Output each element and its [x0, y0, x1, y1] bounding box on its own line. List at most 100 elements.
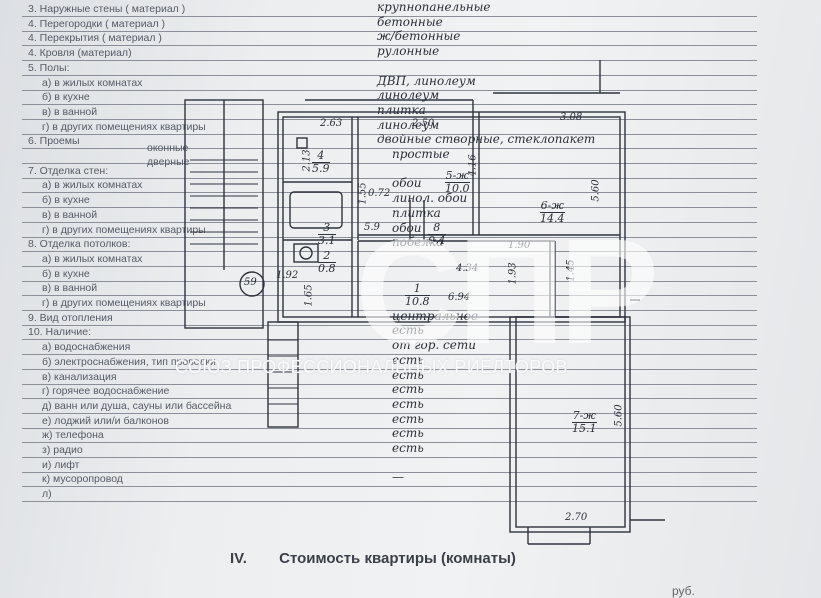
form-row-label: е) лоджий или/и балконов — [42, 414, 169, 427]
section-title: Стоимость квартиры (комнаты) — [279, 550, 516, 567]
form-row-label: з) радио — [42, 444, 83, 456]
room-area: 14.4 — [540, 212, 565, 225]
room-number: 8 — [433, 221, 441, 234]
form-row-label: 4. Перегородки ( материал ) — [28, 17, 165, 30]
form-row-value: ДВП, линолеум — [377, 73, 476, 88]
form-row-label: 8. Отделка потолков: — [28, 238, 131, 251]
form-row-value: крупнопанельные — [377, 0, 491, 14]
form-row: 4. Кровля (материал) рулонные — [22, 44, 757, 62]
opening-door-label: дверные — [147, 156, 190, 169]
dimension-label: 2.63 — [320, 118, 343, 129]
form-row-label: г) в других помещениях квартиры — [42, 297, 206, 309]
form-row-label: в) в ванной — [42, 208, 98, 221]
form-row-value: центральное — [392, 308, 478, 323]
dimension-label: 2.13 — [301, 149, 313, 172]
section-heading: IV. Стоимость квартиры (комнаты) — [230, 550, 516, 567]
form-row-value: побелка — [392, 235, 444, 250]
form-row: г) в других помещениях квартиры — [22, 296, 757, 311]
watermark-text: СОЮЗ ПРОФЕССИОНАЛЬНЫХ РИЕЛТОРОВ — [175, 357, 568, 377]
room-number: 2 — [323, 249, 331, 262]
form-row-label: 4. Перекрытия ( материал ) — [28, 32, 162, 45]
form-row-value: бетонные — [377, 14, 443, 29]
form-row-label: ж) телефона — [42, 429, 104, 442]
dimension-label: 0.72 — [368, 188, 391, 199]
form-row-value: есть — [392, 411, 424, 426]
dimension-label: 3.08 — [560, 112, 583, 123]
stair-number: 59 — [244, 277, 257, 288]
form-row-value: плитка — [377, 102, 426, 117]
form-row-label: 7. Отделка стен: — [28, 164, 109, 177]
form-row-value: от гор. сети — [392, 338, 476, 353]
dimension-label: 1.92 — [276, 270, 299, 281]
form-row-value: есть — [392, 396, 424, 411]
form-row-label: 5. Полы: — [28, 61, 70, 74]
form-row-value: линолеум — [377, 88, 440, 103]
form-row: 4. Перекрытия ( материал )ж/бетонные — [22, 29, 757, 47]
room-number: 5-ж — [445, 169, 469, 182]
form-row-label: б) в кухне — [42, 194, 90, 207]
room-area: 15.1 — [572, 422, 597, 435]
form-row: 8. Отделка потолков: побелка — [22, 235, 757, 253]
form-row-value: двойные створные, стеклопакет — [377, 132, 596, 147]
form-row: 5. Полы: — [22, 61, 757, 76]
room-number: 1 — [413, 282, 421, 295]
watermark-logo: СПР — [355, 207, 659, 375]
form-row-label: б) в кухне — [42, 267, 90, 280]
form-table: 3. Наружные стены ( материал )крупнопане… — [22, 0, 757, 515]
dimension-label: 1.65 — [303, 284, 315, 307]
form-row-label: и) лифт — [42, 458, 80, 471]
dimension-label: 2.50 — [412, 118, 435, 129]
form-row-label: 4. Кровля (материал) — [28, 47, 132, 60]
dimension-label: 1.90 — [508, 240, 531, 251]
currency-label: руб. — [672, 584, 695, 598]
form-row: г) горячее водоснабжение есть — [22, 382, 757, 400]
dimension-label: 5.9 — [364, 222, 380, 233]
form-row: б) в кухне линол. обои — [22, 191, 757, 209]
dimension-label: 2.70 — [565, 512, 588, 523]
form-row-value: есть — [392, 426, 424, 441]
room-area: 10.0 — [445, 182, 470, 195]
room-area: 10.8 — [405, 295, 430, 308]
form-row-label: л) — [42, 488, 52, 501]
form-row-value: есть — [392, 382, 424, 397]
form-row-value: линол. обои — [392, 191, 468, 206]
room-area: 3.1 — [318, 234, 336, 247]
room-area: 5.9 — [312, 162, 330, 175]
room-area: 0.8 — [318, 262, 336, 275]
form-row-label: б) электроснабжения, тип проводки — [42, 355, 216, 368]
form-row-label: г) горячее водоснабжение — [42, 385, 170, 398]
dimension-label: 4.16 — [467, 154, 479, 177]
room-area: 0.4 — [428, 234, 446, 247]
room-number: 7-ж — [572, 409, 596, 422]
form-row-label: а) в жилых комнатах — [42, 76, 143, 89]
form-row-value: есть — [392, 367, 424, 382]
form-row: к) мусоропровод— — [22, 470, 757, 488]
form-row-value: рулонные — [377, 44, 440, 59]
form-row: ж) телефона есть — [22, 426, 757, 444]
form-row: и) лифт — [22, 458, 757, 473]
form-row-value: есть — [392, 441, 424, 455]
form-row-label: а) в жилых комнатах — [42, 179, 143, 192]
room-number: 3 — [323, 221, 331, 234]
form-row: з) радио есть — [22, 441, 757, 458]
form-row: а) в жилых комнатах ДВП, линолеум — [22, 73, 757, 91]
form-row-label: а) в жилых комнатах — [42, 252, 143, 265]
form-row-label: г) в других помещениях квартиры — [42, 223, 206, 236]
room-number: 4 — [317, 149, 325, 162]
form-row: а) в жилых комнатах — [22, 252, 757, 267]
